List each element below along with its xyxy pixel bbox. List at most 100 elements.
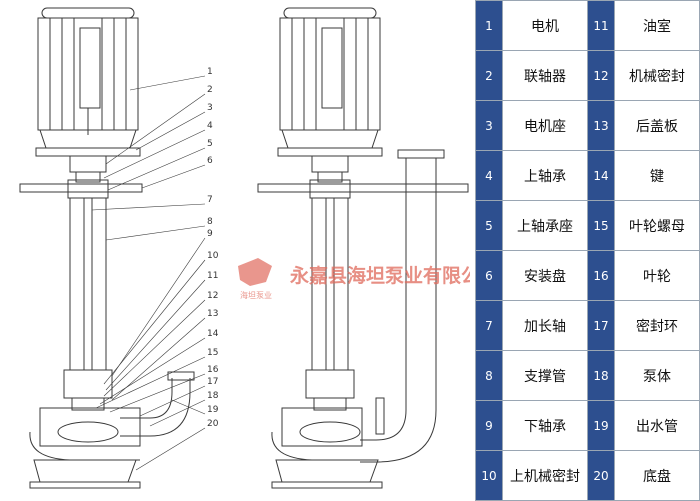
part-number-cell: 5	[475, 200, 503, 251]
part-number-cell: 2	[475, 50, 503, 101]
callout-leader	[99, 337, 206, 405]
callout-leader	[91, 203, 206, 211]
part-name-cell: 电机	[502, 0, 588, 51]
callout-leader	[149, 399, 206, 427]
watermark-text: 永嘉县海坦泵业有限公司	[289, 264, 470, 287]
callout-label: 19	[207, 405, 219, 415]
watermark-logo	[238, 258, 272, 286]
part-number-cell: 6	[475, 250, 503, 301]
callout-leader	[103, 129, 206, 179]
callout-leader	[141, 164, 206, 189]
callout-leader	[105, 93, 206, 165]
callout-label: 4	[207, 121, 213, 131]
part-number-cell: 10	[475, 450, 503, 501]
callout-leader-lines	[91, 75, 206, 471]
callout-leader	[171, 399, 206, 415]
watermark-logo-caption: 海坦泵业	[240, 290, 272, 300]
part-number-cell: 3	[475, 100, 503, 151]
part-name-cell: 泵体	[614, 350, 700, 401]
part-name-cell: 出水管	[614, 400, 700, 451]
part-number-cell: 19	[587, 400, 615, 451]
part-name-cell: 机械密封	[614, 50, 700, 101]
part-number-cell: 11	[587, 0, 615, 51]
callout-leader	[135, 427, 206, 471]
callout-label: 13	[207, 309, 218, 319]
part-name-cell: 安装盘	[502, 250, 588, 301]
part-name-cell: 密封环	[614, 300, 700, 351]
part-number-cell: 7	[475, 300, 503, 351]
callout-label: 11	[207, 271, 218, 281]
part-number-cell: 16	[587, 250, 615, 301]
callout-leader	[109, 373, 206, 413]
callout-label: 9	[207, 229, 213, 239]
part-name-cell: 支撑管	[502, 350, 588, 401]
part-name-cell: 下轴承	[502, 400, 588, 451]
part-name-cell: 上机械密封	[502, 450, 588, 501]
callout-leader	[103, 259, 206, 385]
part-name-cell: 底盘	[614, 450, 700, 501]
part-number-cell: 4	[475, 150, 503, 201]
callout-label: 8	[207, 217, 213, 227]
right-pump-drawing	[257, 7, 469, 489]
part-name-cell: 电机座	[502, 100, 588, 151]
callout-label: 5	[207, 139, 213, 149]
part-name-cell: 加长轴	[502, 300, 588, 351]
part-number-cell: 9	[475, 400, 503, 451]
callout-leader	[95, 356, 206, 409]
callout-label: 7	[207, 195, 213, 205]
part-number-cell: 17	[587, 300, 615, 351]
callout-label: 16	[207, 365, 219, 375]
part-number-cell: 12	[587, 50, 615, 101]
callout-label: 20	[207, 419, 219, 429]
part-number-cell: 18	[587, 350, 615, 401]
callout-label: 12	[207, 291, 218, 301]
part-name-cell: 上轴承	[502, 150, 588, 201]
callout-leader	[135, 111, 206, 151]
part-number-cell: 13	[587, 100, 615, 151]
watermark: 海坦泵业 永嘉县海坦泵业有限公司	[238, 258, 470, 300]
part-number-cell: 1	[475, 0, 503, 51]
part-name-cell: 叶轮螺母	[614, 200, 700, 251]
part-name-cell: 叶轮	[614, 250, 700, 301]
callout-leader	[111, 317, 206, 401]
part-number-cell: 14	[587, 150, 615, 201]
part-name-cell: 键	[614, 150, 700, 201]
callout-leader	[105, 279, 206, 391]
callout-label: 3	[207, 103, 213, 113]
part-name-cell: 联轴器	[502, 50, 588, 101]
callout-label: 15	[207, 348, 218, 358]
callout-label: 14	[207, 329, 219, 339]
part-number-cell: 8	[475, 350, 503, 401]
part-name-cell: 后盖板	[614, 100, 700, 151]
part-number-cell: 15	[587, 200, 615, 251]
callout-leader	[103, 299, 206, 397]
callout-label: 6	[207, 156, 213, 166]
callout-label: 1	[207, 67, 213, 77]
callout-label: 17	[207, 377, 218, 387]
part-name-cell: 油室	[614, 0, 700, 51]
callout-label: 18	[207, 391, 219, 401]
callout-leader	[105, 225, 206, 241]
callout-label: 10	[207, 251, 219, 261]
callout-leader	[129, 75, 206, 91]
part-number-cell: 20	[587, 450, 615, 501]
callout-label: 2	[207, 85, 213, 95]
callout-leader	[111, 237, 206, 377]
callout-leader	[107, 147, 206, 191]
left-pump-drawing	[19, 7, 195, 489]
part-name-cell: 上轴承座	[502, 200, 588, 251]
callout-leader	[139, 385, 206, 417]
